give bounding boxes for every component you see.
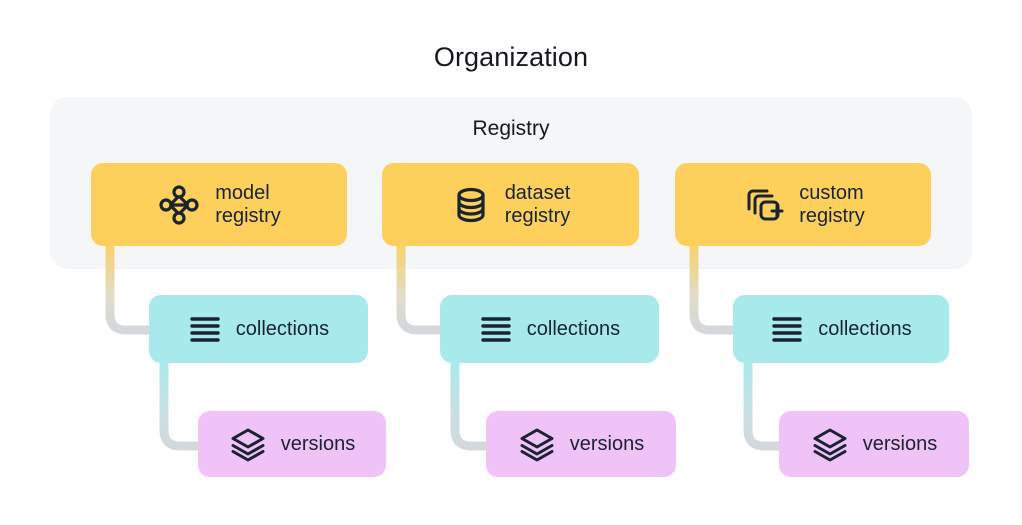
card-label: versions: [569, 432, 645, 455]
card-label: collections: [526, 317, 621, 340]
card-label: collections: [235, 317, 330, 340]
list-lines-icon: [188, 312, 222, 346]
page-title: Organization: [433, 42, 589, 72]
stacked-layers-icon: [229, 425, 267, 463]
card-label: custom registry: [799, 181, 865, 227]
database-cylinder-icon: [451, 183, 491, 227]
card-collections-2[interactable]: collections: [733, 295, 949, 363]
stacked-squares-plus-icon: [741, 183, 785, 227]
node-graph-icon: [157, 183, 201, 227]
registry-panel-title: Registry: [472, 117, 550, 140]
card-label: versions: [862, 432, 938, 455]
list-lines-icon: [770, 312, 804, 346]
card-collections-1[interactable]: collections: [440, 295, 659, 363]
stacked-layers-icon: [811, 425, 849, 463]
card-model-registry[interactable]: model registry: [91, 163, 347, 246]
card-label: collections: [818, 317, 912, 340]
stacked-layers-icon: [518, 425, 556, 463]
card-collections-0[interactable]: collections: [149, 295, 368, 363]
card-label: model registry: [215, 181, 281, 227]
card-versions-1[interactable]: versions: [486, 411, 676, 477]
card-dataset-registry[interactable]: dataset registry: [382, 163, 639, 246]
card-versions-0[interactable]: versions: [198, 411, 386, 477]
card-custom-registry[interactable]: custom registry: [675, 163, 931, 246]
card-label: versions: [280, 432, 356, 455]
card-label: dataset registry: [504, 181, 571, 227]
list-lines-icon: [479, 312, 513, 346]
card-versions-2[interactable]: versions: [779, 411, 969, 477]
